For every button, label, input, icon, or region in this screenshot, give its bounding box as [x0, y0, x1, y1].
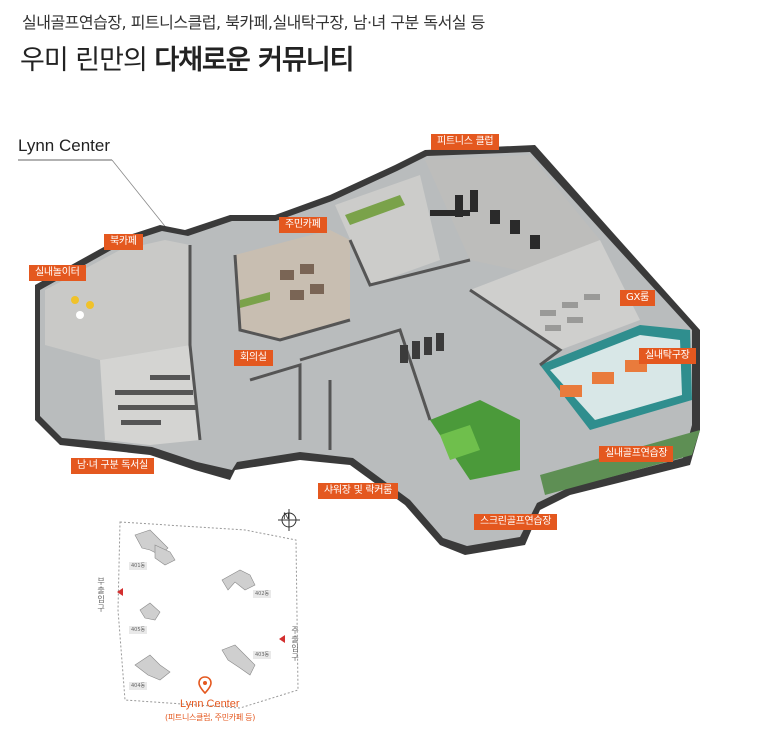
side-entrance-label: 부출입구 [97, 577, 105, 613]
building-tag: 403동 [253, 651, 272, 659]
room-tag: 회의실 [234, 350, 273, 366]
building-tag: 401동 [129, 562, 148, 570]
highlight-label: Lynn Center [180, 698, 240, 710]
room-tag: 피트니스 클럽 [431, 134, 500, 150]
north-label: N [283, 512, 290, 522]
highlight-sub: (피트니스클럽, 주민카페 등) [165, 713, 256, 722]
room-tag: 주민카페 [279, 217, 327, 233]
page-title: 우미 린만의 다채로운 커뮤니티 [20, 38, 355, 77]
title-emphasis: 다채로운 커뮤니티 [154, 45, 354, 76]
room-tag: 실내골프연습장 [599, 446, 674, 462]
building-tag: 402동 [253, 590, 272, 598]
page-subtitle: 실내골프연습장, 피트니스클럽, 북카페,실내탁구장, 남·녀 구분 독서실 등 [22, 13, 485, 32]
room-tag: GX룸 [620, 290, 655, 306]
room-tag: 북카페 [104, 234, 143, 250]
room-tag: 실내놀이터 [29, 265, 86, 281]
north-compass-icon [278, 509, 300, 531]
room-tag: 스크린골프연습장 [474, 514, 558, 530]
location-pin-icon [198, 676, 212, 694]
building-tag: 404동 [129, 682, 148, 690]
title-prefix: 우미 린만의 [20, 45, 155, 76]
room-tag: 남·녀 구분 독서실 [71, 458, 154, 474]
building-tag: 405동 [129, 626, 148, 634]
room-tag: 샤워장 및 락커룸 [318, 483, 399, 499]
room-tag: 실내탁구장 [639, 348, 696, 364]
main-entrance-arrow-icon [279, 635, 285, 643]
main-entrance-label: 주출입구 [291, 626, 299, 662]
building-label: Lynn Center [18, 136, 110, 155]
side-entrance-arrow-icon [117, 588, 123, 596]
